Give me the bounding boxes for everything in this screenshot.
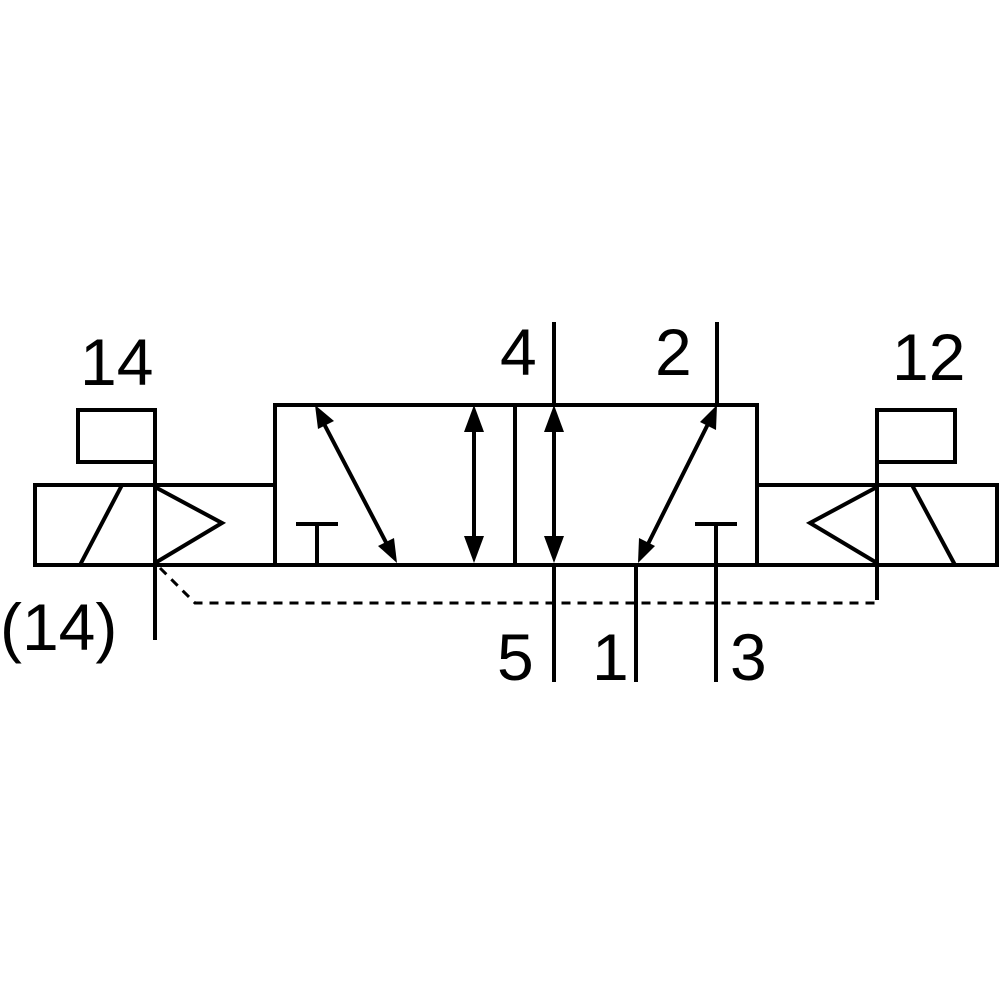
port-label-2: 2 [655,315,692,389]
valve-body [273,403,759,567]
port-label-14-paren: (14) [0,590,117,664]
left-diagonal-arrowhead-top [315,405,334,429]
left-solenoid-coil-slash [78,484,124,566]
port-label-1: 1 [592,620,629,694]
right-solenoid-triangle [805,485,879,565]
right-position [544,405,737,565]
right-diagonal-flow-line [643,419,712,551]
left-position [296,405,484,565]
right-solenoid-actuator [755,408,999,600]
left-vertical-arrowhead-top [464,405,484,432]
port-label-5: 5 [497,620,534,694]
right-manual-override-bracket [877,408,957,464]
right-diagonal-arrowhead-top [700,405,717,430]
port-lines [552,322,719,682]
port-label-4: 4 [500,315,537,389]
port-label-3: 3 [730,620,767,694]
pilot-dashed-line [158,566,877,605]
left-diagonal-arrowhead-bottom [378,538,397,563]
left-vertical-arrowhead-bottom [464,536,484,563]
right-solenoid-coil-slash [910,484,957,566]
left-diagonal-flow-line [320,419,392,551]
port-label-14: 14 [80,325,153,399]
port-labels: 14 (14) 12 4 2 5 1 3 [0,315,965,694]
right-diagonal-arrowhead-bottom [638,538,655,563]
right-vertical-arrowhead-bottom [544,536,564,563]
left-manual-override-bracket [76,408,155,464]
left-solenoid-actuator [33,408,277,640]
left-solenoid-triangle [153,485,227,565]
right-vertical-arrowhead-top [544,405,564,432]
port-label-12: 12 [892,320,965,394]
